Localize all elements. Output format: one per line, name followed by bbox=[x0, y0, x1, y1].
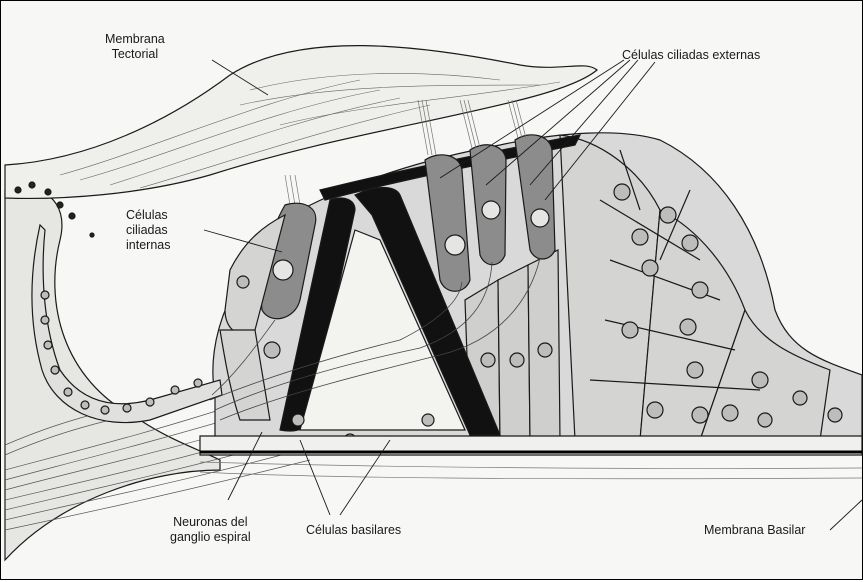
label-neuronas-ganglio-espiral: Neuronas del ganglio espiral bbox=[170, 515, 251, 545]
label-celulas-basilares: Células basilares bbox=[306, 523, 401, 538]
label-celulas-ciliadas-internas: Células ciliadas internas bbox=[126, 208, 170, 253]
basilar-membrane bbox=[200, 436, 862, 479]
label-membrana-tectorial-line1: Membrana bbox=[105, 32, 165, 47]
label-membrana-tectorial: Membrana Tectorial bbox=[105, 32, 165, 62]
label-celulas-ciliadas-externas: Células ciliadas externas bbox=[622, 48, 760, 63]
label-membrana-basilar: Membrana Basilar bbox=[704, 523, 805, 538]
label-membrana-tectorial-line2: Tectorial bbox=[105, 47, 165, 62]
inner-hair-cell-nucleus bbox=[273, 260, 293, 280]
